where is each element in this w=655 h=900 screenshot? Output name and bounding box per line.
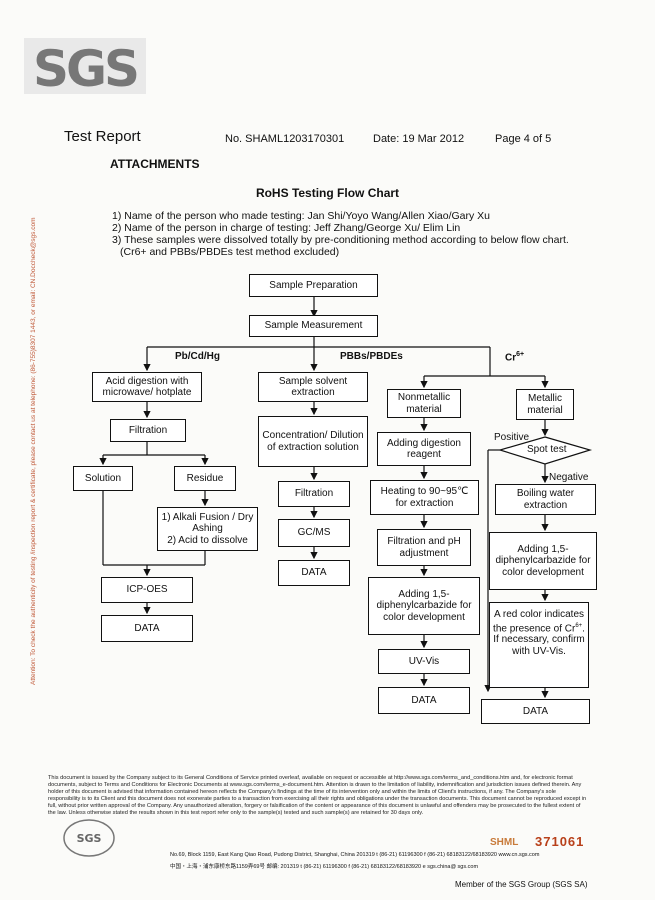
sample-measurement-box: Sample Measurement: [249, 315, 378, 337]
residue-box: Residue: [174, 466, 236, 491]
filtration-ph-box: Filtration and pH adjustment: [377, 529, 471, 566]
branch-cr6: Cr6+: [505, 351, 524, 363]
solvent-extraction-box: Sample solvent extraction: [258, 372, 368, 402]
boiling-water-box: Boiling water extraction: [495, 484, 596, 515]
note-2: 2) Name of the person in charge of testi…: [112, 222, 461, 234]
red-color-text-b: . If necessary, confirm with UV-Vis.: [493, 622, 585, 657]
data-box-1: DATA: [101, 615, 193, 642]
concentration-box: Concentration/ Dilution of extraction so…: [258, 416, 368, 467]
footer-disclaimer: This document is issued by the Company s…: [48, 775, 587, 816]
data-box-3: DATA: [378, 687, 470, 714]
sample-preparation-box: Sample Preparation: [249, 274, 378, 297]
filtration-box-2: Filtration: [278, 481, 350, 507]
branch-pbbs-pbdes: PBBs/PBDEs: [340, 351, 403, 362]
note-3: 3) These samples were dissolved totally …: [112, 234, 569, 246]
metallic-material-box: Metallic material: [516, 389, 574, 420]
report-number: No. SHAML1203170301: [225, 133, 345, 145]
red-color-superscript: 6+: [575, 622, 583, 629]
alkali-fusion-box: 1) Alkali Fusion / Dry Ashing 2) Acid to…: [157, 507, 258, 551]
svg-text:SGS: SGS: [33, 40, 137, 94]
negative-label: Negative: [549, 472, 589, 483]
branch-cr-label: Cr: [505, 352, 517, 364]
positive-label: Positive: [494, 432, 530, 443]
member-of-sgs-group: Member of the SGS Group (SGS SA): [455, 880, 588, 889]
branch-cr-superscript: 6+: [516, 351, 525, 358]
report-title: Test Report: [64, 128, 141, 145]
footer-sgs-stamp: SGS: [63, 819, 115, 857]
note-4: (Cr6+ and PBBs/PBDEs test method exclude…: [120, 246, 340, 258]
heating-box: Heating to 90~95℃ for extraction: [370, 480, 479, 515]
adding-diphenylcarbazide-box-b: Adding 1,5-diphenylcarbazide for color d…: [489, 532, 597, 590]
spot-test-label: Spot test: [527, 444, 567, 455]
branch-pb-cd-hg: Pb/Cd/Hg: [175, 351, 220, 362]
svg-text:SGS: SGS: [77, 832, 102, 845]
report-date: Date: 19 Mar 2012: [373, 133, 465, 145]
page-number: Page 4 of 5: [495, 133, 552, 145]
notes-block: 1) Name of the person who made testing: …: [112, 210, 569, 258]
icp-oes-box: ICP-OES: [101, 577, 193, 603]
data-box-4: DATA: [481, 699, 590, 724]
adding-digestion-box: Adding digestion reagent: [377, 432, 471, 466]
section-heading: ATTACHMENTS: [110, 157, 200, 171]
filtration-box-1: Filtration: [110, 419, 186, 442]
shml-label: SHML: [490, 837, 519, 848]
nonmetallic-material-box: Nonmetallic material: [387, 389, 461, 418]
note-1: 1) Name of the person who made testing: …: [112, 210, 491, 222]
red-color-text-a: A red color indicates the presence of Cr: [493, 609, 585, 634]
gc-ms-box: GC/MS: [278, 519, 350, 547]
flow-chart-title: RoHS Testing Flow Chart: [255, 186, 400, 200]
footer-address-en: No.69, Block 1159, East Kang Qiao Road, …: [170, 852, 540, 858]
adding-diphenylcarbazide-box-a: Adding 1,5-diphenylcarbazide for color d…: [368, 577, 480, 635]
footer-address-cn: 中国・上海・浦东康桥东路1159弄69号 邮编: 201319 t (86-21…: [170, 864, 479, 870]
uv-vis-box: UV-Vis: [378, 649, 470, 674]
sgs-logo: SGS: [24, 38, 146, 94]
solution-box: Solution: [73, 466, 133, 491]
acid-digestion-box: Acid digestion with microwave/ hotplate: [92, 372, 202, 402]
serial-number: 371061: [535, 834, 585, 849]
data-box-2: DATA: [278, 560, 350, 586]
red-color-box: A red color indicates the presence of Cr…: [489, 602, 589, 688]
